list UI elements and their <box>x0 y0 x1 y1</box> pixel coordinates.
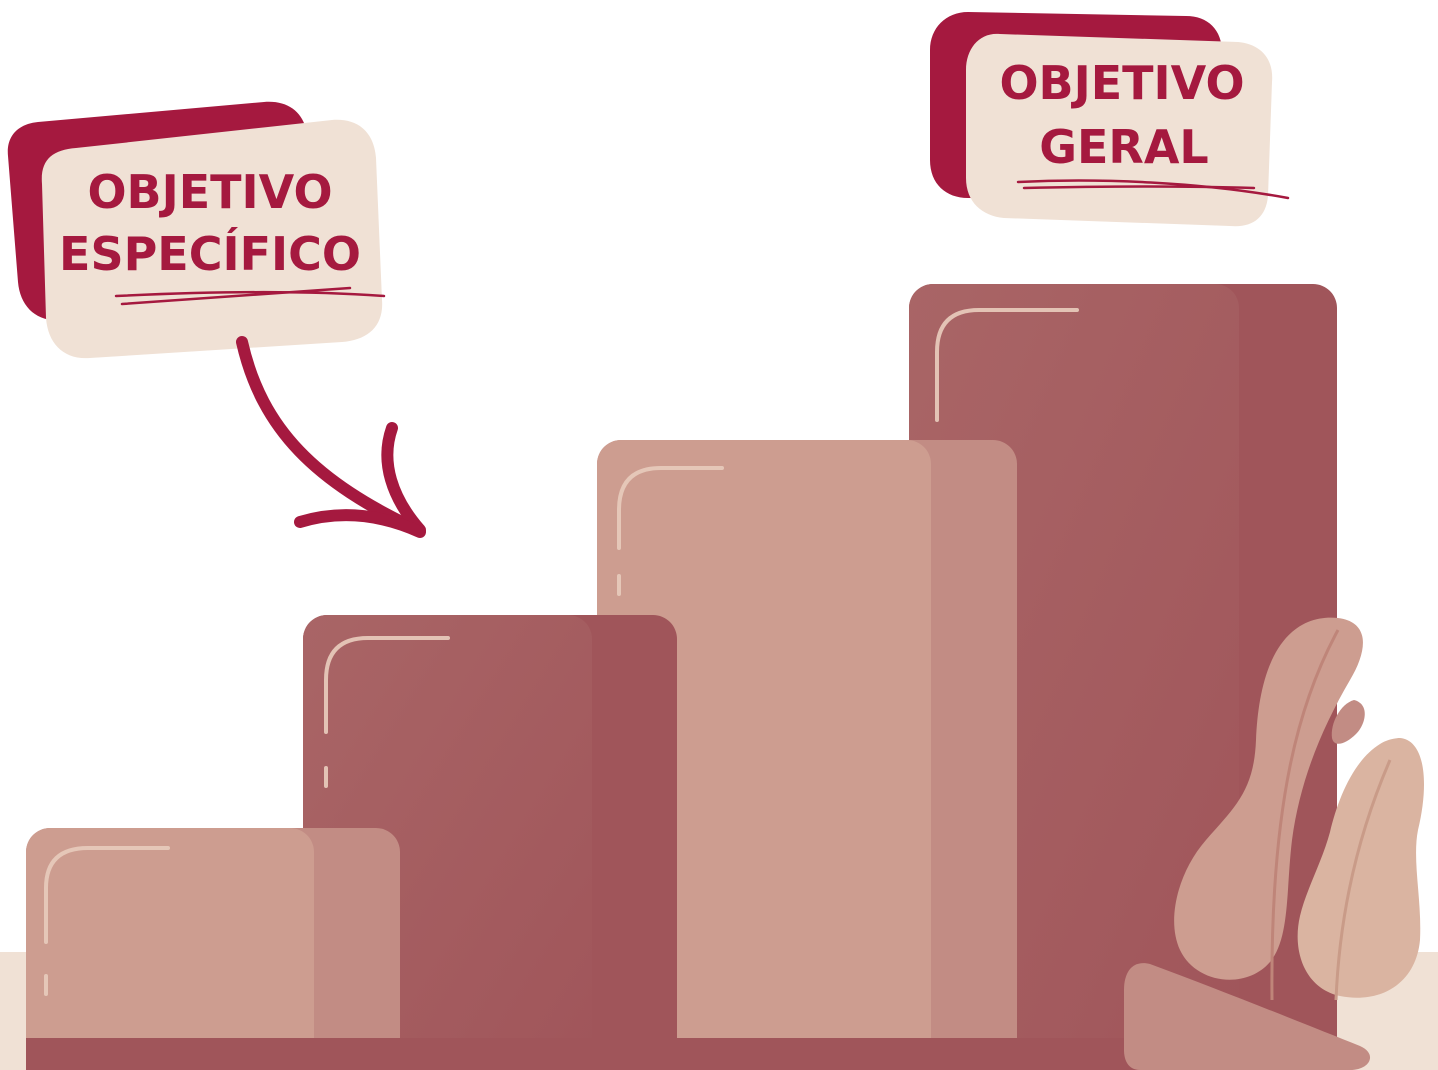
step-3 <box>597 440 1017 1070</box>
curved-arrow-icon <box>236 336 426 538</box>
step-1 <box>26 828 400 1070</box>
plant-decoration <box>1124 617 1424 1070</box>
base-bar <box>26 1038 1336 1070</box>
label-specific-line1: OBJETIVO <box>87 165 332 219</box>
label-general-card: OBJETIVO GERAL <box>930 12 1290 227</box>
label-general-line2: GERAL <box>1039 120 1209 174</box>
label-specific-card: OBJETIVO ESPECÍFICO <box>7 101 386 359</box>
label-specific-line2: ESPECÍFICO <box>59 227 361 281</box>
label-general-line1: OBJETIVO <box>999 56 1244 110</box>
